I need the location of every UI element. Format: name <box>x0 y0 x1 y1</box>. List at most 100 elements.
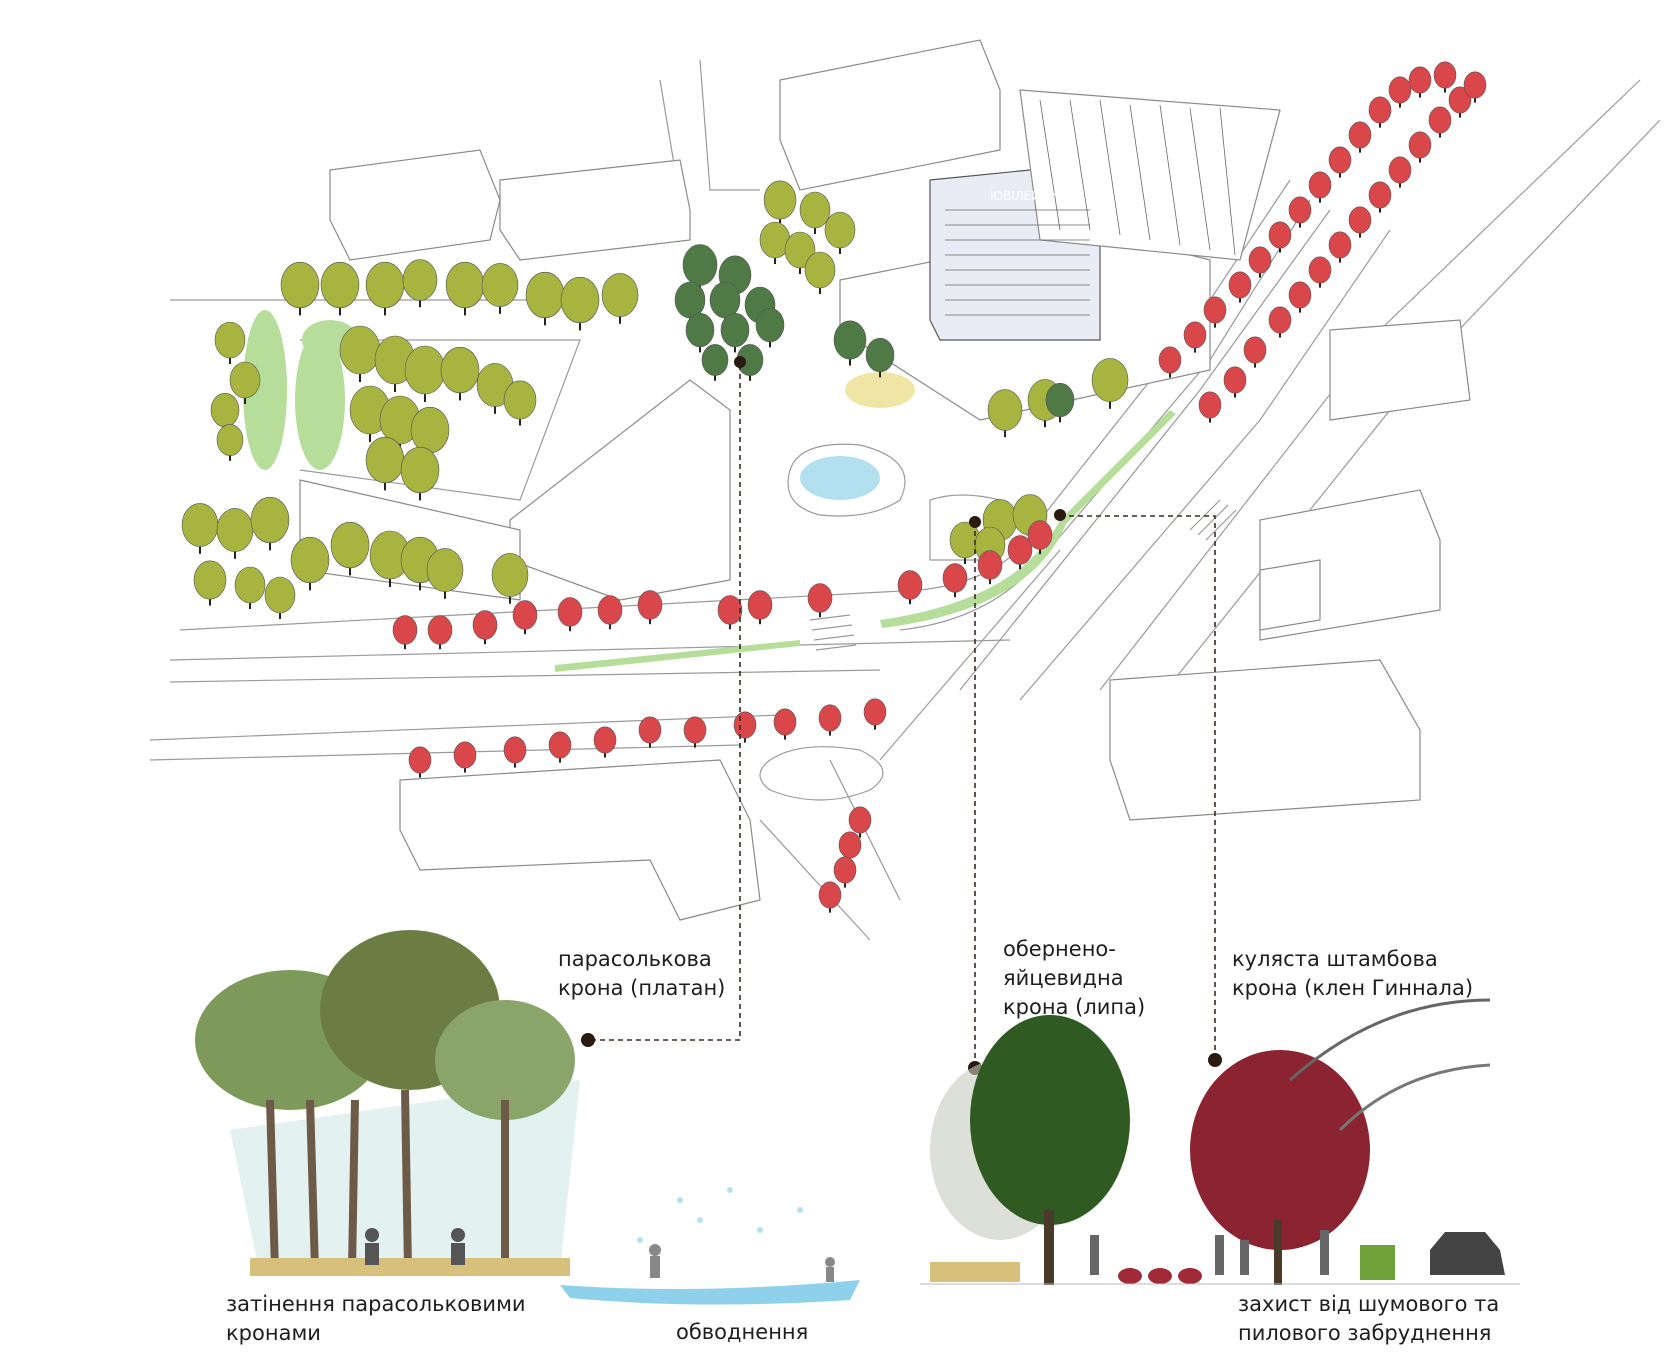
hedge <box>1360 1245 1395 1280</box>
red-tree <box>1388 156 1412 188</box>
water-people <box>649 1244 835 1282</box>
lawn-left-1 <box>243 310 287 470</box>
buildings <box>299 39 1471 921</box>
olive-tree <box>759 221 791 264</box>
hotel-sign: ЮВІЛЕЙНИЙ <box>990 188 1067 203</box>
water-surface <box>560 1280 860 1305</box>
building-pavilion <box>509 379 731 601</box>
red-tree <box>773 708 797 740</box>
red-tree <box>1268 306 1292 338</box>
red-tree <box>1408 66 1432 98</box>
olive-tree <box>229 361 261 404</box>
olive-tree <box>763 180 797 226</box>
red-tree <box>1368 181 1392 213</box>
linden-crown <box>970 1015 1130 1225</box>
olive-tree <box>400 446 440 501</box>
caption-watering: обводнення <box>676 1318 808 1347</box>
people-silhouettes <box>365 1228 465 1265</box>
olive-tree <box>404 345 446 402</box>
pedestrians <box>1090 1230 1329 1275</box>
callout-dot-obovate-top <box>969 516 981 528</box>
illustration-umbrella-canopy <box>195 930 580 1276</box>
red-tree <box>977 550 1003 585</box>
building-hotel-louvres <box>1019 89 1281 261</box>
olive-tree <box>987 389 1023 438</box>
trunks <box>266 1089 509 1271</box>
red-tree <box>1288 281 1312 313</box>
olive-tree <box>804 251 836 294</box>
olive-tree <box>949 521 981 564</box>
callout-dot-spherical-top <box>1054 509 1066 521</box>
olive-tree <box>290 536 330 591</box>
linden-trunk <box>1044 1210 1054 1285</box>
red-tree <box>1248 246 1272 278</box>
red-tree <box>1228 271 1252 303</box>
red-tree <box>1308 171 1332 203</box>
illustration-maple <box>920 998 1520 1285</box>
red-tree <box>1268 221 1292 253</box>
planting-bed <box>845 372 915 408</box>
red-tree <box>833 856 857 888</box>
pond <box>800 456 880 500</box>
dark-tree <box>685 312 715 353</box>
red-tree <box>597 595 623 630</box>
red-tree <box>1027 520 1053 555</box>
dark-tree <box>833 320 867 366</box>
olive-tree <box>181 503 219 554</box>
callout-obovate-line1: обернено- <box>1003 937 1116 961</box>
red-tree <box>747 590 773 625</box>
red-tree <box>392 615 418 650</box>
red-tree <box>717 595 743 630</box>
red-tree <box>1203 296 1227 328</box>
olive-tree <box>365 436 405 491</box>
olive-tree <box>824 211 856 254</box>
olive-tree <box>440 346 480 401</box>
trees <box>181 61 1487 913</box>
red-tree <box>408 746 432 778</box>
olive-tree <box>1091 358 1129 409</box>
fountain-dots <box>637 1187 803 1243</box>
red-tree <box>1183 321 1207 353</box>
dark-tree <box>709 281 741 324</box>
olive-tree <box>784 231 816 274</box>
red-tree <box>897 570 923 605</box>
red-tree <box>593 726 617 758</box>
callout-obovate-line3: крона (липа) <box>1003 995 1146 1019</box>
red-tree <box>1463 71 1487 103</box>
red-tree <box>1328 231 1352 263</box>
red-tree <box>807 583 833 618</box>
caption-protection-line1: захист від шумового та <box>1238 1292 1500 1316</box>
green-strip-lower <box>555 640 800 672</box>
dark-tree <box>1045 382 1075 423</box>
red-tree <box>638 716 662 748</box>
dark-tree <box>755 307 785 348</box>
red-tree <box>1007 535 1033 570</box>
dark-tree <box>736 344 764 381</box>
red-tree <box>1243 336 1267 368</box>
olive-tree <box>264 576 296 619</box>
olive-tree <box>330 521 370 576</box>
linden-grass <box>930 1262 1020 1282</box>
red-tree <box>1428 106 1452 138</box>
olive-tree <box>210 392 240 433</box>
caption-shading-line2: кронами <box>226 1321 321 1345</box>
red-tree <box>1288 196 1312 228</box>
olive-tree <box>410 406 450 461</box>
illustration-linden <box>930 1015 1130 1285</box>
maple-trunk <box>1274 1220 1282 1285</box>
red-tree <box>637 590 663 625</box>
red-tree <box>1433 61 1457 93</box>
red-tree <box>1448 86 1472 118</box>
caption-watering-line1: обводнення <box>676 1320 809 1344</box>
red-tree <box>1308 256 1332 288</box>
olive-tree <box>320 261 360 316</box>
callout-umbrella-line1: парасолькова <box>558 947 712 971</box>
callout-dot-spherical-bottom <box>1208 1053 1222 1067</box>
red-tree <box>818 881 842 913</box>
red-tree <box>683 716 707 748</box>
olive-tree <box>426 548 464 599</box>
car-icon <box>1430 1232 1505 1275</box>
ground-grass <box>250 1258 570 1276</box>
olive-tree <box>214 321 246 364</box>
red-tree <box>733 711 757 743</box>
